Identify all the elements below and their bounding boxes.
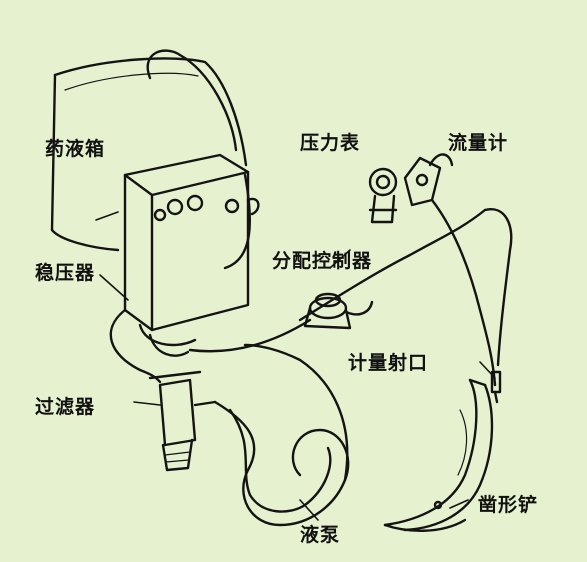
- outlet-hose: [430, 198, 497, 387]
- label-distributor: 分配控制器: [272, 250, 373, 272]
- label-chisel-shovel: 凿形铲: [478, 494, 539, 516]
- regulator-base: [138, 323, 197, 357]
- metering-nozzle: [490, 370, 502, 404]
- flowmeter: [403, 153, 454, 207]
- tank-shape: [50, 57, 248, 252]
- label-regulator: 稳压器: [35, 262, 96, 284]
- distributor-valve: [303, 292, 374, 330]
- label-pump: 液泵: [300, 524, 341, 546]
- pump-to-valve-hose: [243, 343, 349, 482]
- label-metering-outlet: 计量射口: [348, 352, 429, 374]
- tank-outlet-hose: [223, 173, 251, 270]
- return-hose: [483, 208, 513, 367]
- label-filter: 过滤器: [35, 396, 96, 418]
- pump-coil-inner: [228, 408, 332, 513]
- label-pressure-gauge: 压力表: [300, 132, 361, 154]
- strap-hose: [146, 49, 238, 152]
- regulator-to-distributor-hose: [188, 318, 312, 353]
- regulator-box: [123, 153, 260, 332]
- chisel-shovel: [383, 378, 494, 532]
- leader-lines: [95, 211, 496, 521]
- label-flowmeter: 流量计: [448, 132, 509, 154]
- label-tank: 药液箱: [45, 138, 106, 160]
- pressure-gauge: [368, 167, 398, 224]
- filter: [148, 370, 217, 472]
- pump-coil: [213, 400, 350, 527]
- suction-hose: [109, 308, 162, 384]
